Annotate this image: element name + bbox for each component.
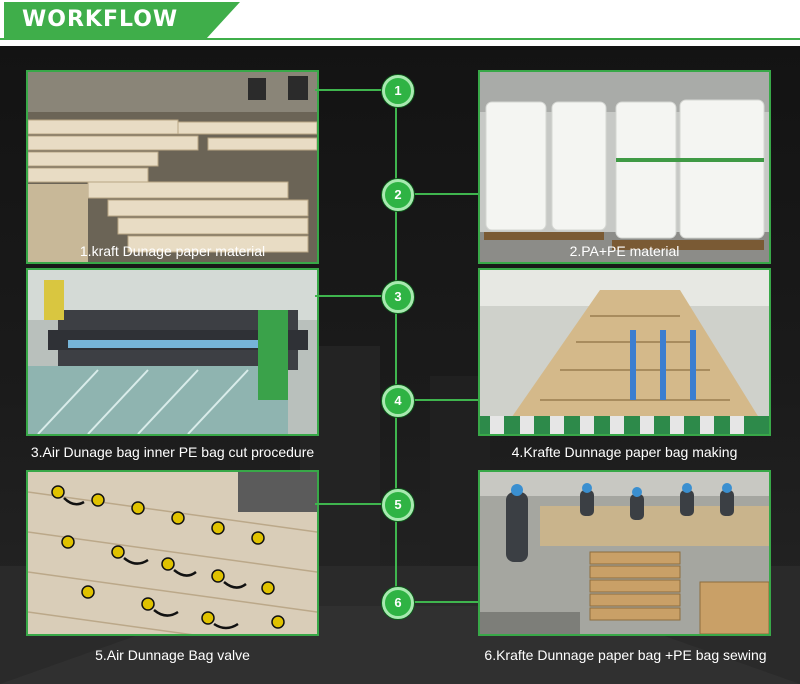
header: WORKFLOW <box>0 0 800 46</box>
step-5-caption: 5.Air Dunnage Bag valve <box>95 647 250 663</box>
step-2-card <box>478 70 771 264</box>
kraft-paper-photo <box>28 72 317 262</box>
page-title: WORKFLOW <box>22 7 179 32</box>
bag-valve-photo <box>28 472 317 634</box>
step-6-marker: 6 <box>382 587 414 619</box>
pa-pe-material-photo <box>480 72 769 262</box>
step-3-card <box>26 268 319 436</box>
step-1-marker: 1 <box>382 75 414 107</box>
step-3-caption: 3.Air Dunage bag inner PE bag cut proced… <box>30 444 315 460</box>
step-3-marker: 3 <box>382 281 414 313</box>
step-4-card <box>478 268 771 436</box>
step-6-card <box>478 470 771 636</box>
header-tab <box>4 2 240 38</box>
step-4-caption: 4.Krafte Dunnage paper bag making <box>511 444 738 460</box>
step-2-marker: 2 <box>382 179 414 211</box>
step-1-card <box>26 70 319 264</box>
step-5-marker: 5 <box>382 489 414 521</box>
pe-bag-cutting-photo <box>28 270 317 434</box>
bag-sewing-photo <box>480 472 769 634</box>
header-divider <box>0 38 800 40</box>
step-6-caption: 6.Krafte Dunnage paper bag +PE bag sewin… <box>484 647 767 663</box>
paper-bag-making-photo <box>480 270 769 434</box>
step-1-caption: 1.kraft Dunage paper material <box>79 243 266 259</box>
workflow-panel: 1.kraft Dunage paper material <box>0 46 800 684</box>
step-4-marker: 4 <box>382 385 414 417</box>
step-5-card <box>26 470 319 636</box>
step-2-caption: 2.PA+PE material <box>569 243 680 259</box>
